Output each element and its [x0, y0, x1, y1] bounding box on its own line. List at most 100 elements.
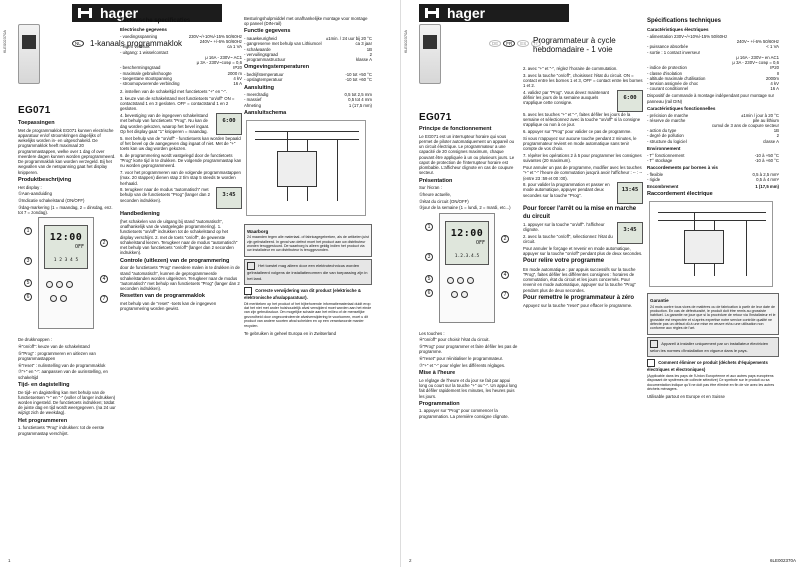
- callout-3: 3: [425, 252, 433, 261]
- prog-button[interactable]: [56, 281, 63, 289]
- lang-badge-es[interactable]: ES: [517, 40, 530, 47]
- right-col-2: 2. avec "+" et "-", réglez l'horaire de …: [523, 66, 643, 546]
- weee-title: Comment éliminer ce produit (déchets d'é…: [647, 359, 768, 373]
- list-item: ⑦"+" et "-" pour régler les différents r…: [419, 362, 506, 368]
- callout-4: 4: [100, 275, 108, 284]
- section-text: Le réglage de l'heure et du jour se fait…: [419, 377, 517, 399]
- onoff-button[interactable]: [46, 281, 53, 289]
- callout-4: 4: [501, 270, 509, 279]
- mini-lcd: 6:00: [617, 89, 643, 112]
- step: 3. keuze van de schakelstand met functie…: [120, 95, 235, 112]
- hager-logo: hager: [72, 4, 222, 22]
- list-item: ③jour de la semaine (1 = lundi, 2 = mard…: [419, 205, 511, 211]
- waarborg-box: Waarborg 24 maanden tegen alle materiaal…: [244, 223, 372, 258]
- callout-6: 6: [425, 288, 433, 297]
- label: Sur l'écran :: [419, 185, 442, 191]
- prog-button[interactable]: [457, 276, 464, 284]
- mini-lcd: 6:00: [216, 113, 242, 136]
- step: 2. instellen van de schakeltijd met func…: [120, 89, 228, 95]
- callout-7: 7: [501, 290, 509, 299]
- callout-7: 7: [100, 295, 108, 304]
- right-col-1: Principe de fonctionnement Le EG071 est …: [419, 124, 519, 544]
- device-diagram: 12:00 OFF 1 2 3 4 5 1 2 3 4 5 6 7: [18, 217, 116, 335]
- callout-5: 5: [24, 279, 32, 288]
- lang-badge-fr[interactable]: FR: [503, 40, 516, 47]
- section-header: Tijd- en dagistelling: [18, 381, 70, 388]
- section-header: Resetten van de programmaklok: [120, 293, 205, 300]
- section-header: Controle (uitlezen) van de programmering: [120, 257, 230, 264]
- right-col-3: Spécifications techniques Caractéristiqu…: [647, 18, 779, 400]
- callout-1: 1: [24, 227, 32, 236]
- list-item: ⑤"Prog" : programmeren en uitlezen van p…: [18, 350, 96, 361]
- section-header: Mise à l'heure: [419, 370, 456, 377]
- left-col-3: Besturingshulpmiddel met onafhankelijke …: [244, 16, 372, 336]
- section-header: Aansluitschema: [244, 109, 287, 116]
- hager-logo-mark-icon: [425, 8, 439, 18]
- weee-title: Correcte verwijdering van dit product (e…: [244, 286, 361, 300]
- label: Het display :: [18, 184, 42, 190]
- vertical-code: 6LE002370A: [2, 30, 7, 54]
- weee-bin-icon: [244, 286, 252, 295]
- step: 2. avec la touche "on/off", sélectionnez…: [523, 233, 613, 245]
- section-header: Produktbeschrijving: [18, 176, 72, 183]
- step: 2. avec "+" et "-", réglez l'horaire de …: [523, 66, 618, 71]
- list-item: ⑥"reset" pour réinitialiser le programma…: [419, 356, 504, 362]
- list-item: ⑦"+" en "-": aanpassen van de uurinstell…: [18, 369, 108, 380]
- mini-lcd: 3:45: [617, 221, 643, 244]
- weee-text: (Applicable dans les pays de l'Union Eur…: [647, 373, 775, 392]
- warning-icon: [650, 340, 658, 349]
- device-lcd: 12:00 OFF 1 2 3 4 5: [44, 225, 88, 270]
- warning-icon: [247, 262, 255, 271]
- step: Si vous n'appuyez sur aucune touche pend…: [523, 135, 637, 152]
- sub-header: Caractéristiques fonctionnelles: [647, 105, 716, 111]
- section-header: Présentation: [419, 177, 453, 184]
- section-header: Pour relire votre programme: [523, 258, 605, 265]
- step: 4. validez par "Prog". Vous devez mainte…: [523, 89, 609, 106]
- minus-button[interactable]: [50, 295, 57, 303]
- section-header: Technische specificaties: [120, 18, 191, 24]
- list-item: ④"on/off": keuze van de schakelstand: [18, 343, 90, 349]
- sub-header: Raccordements par bornes à vis: [647, 165, 718, 171]
- section-header: Pour remettre le programmateur à zéro: [523, 294, 635, 301]
- section-header: Raccordement électrique: [647, 191, 713, 198]
- wiring-schema: [244, 118, 372, 222]
- section-text: (het schakelen van de uitgang bij stand …: [120, 218, 238, 256]
- step: 5. met behulp van de "on/off" - functiet…: [120, 135, 241, 152]
- minus-button[interactable]: [451, 290, 458, 298]
- step: 4. bevestiging van de ingegeven schakels…: [120, 113, 210, 134]
- plus-button[interactable]: [60, 295, 67, 303]
- lang-badge-nl[interactable]: NL: [72, 40, 84, 47]
- page-number: 1: [8, 557, 11, 563]
- reset-button[interactable]: [66, 281, 73, 289]
- lang-badge-it[interactable]: IT: [531, 40, 542, 47]
- plus-button[interactable]: [461, 290, 468, 298]
- lang-badge-de[interactable]: DE: [489, 40, 502, 47]
- step: Pour annuler le forçage et revenir en mo…: [523, 245, 643, 257]
- device-diagram: 12:00 OFF 1.2.3.4.5 1 2 3 4 5 6 7: [419, 212, 519, 329]
- garantie-box: Garantie 24 mois contre tous vices de ma…: [647, 293, 779, 336]
- section-header: Spécifications techniques: [647, 18, 722, 24]
- list-item: ③dag-markering (1 = maandag, 2 = dinsdag…: [18, 204, 113, 215]
- page-left: hager 6LE002370A NL 1-kanaals programmak…: [2, 0, 401, 567]
- sub-header: Electrische gegevens: [120, 27, 167, 33]
- mini-lcd: 3:45: [216, 187, 242, 210]
- section-header: Principe de fonctionnement: [419, 126, 492, 132]
- section-text: De tijd- en dagistelling kan met behulp …: [18, 389, 116, 416]
- warning-box: Appareil à installer uniquement par un i…: [647, 337, 779, 358]
- footer-usage: Utilisable partout en Europe et en Suiss…: [647, 394, 725, 400]
- onoff-button[interactable]: [447, 276, 454, 284]
- footer-usage: Te gebruiken in geheel Europa en in Zwit…: [244, 330, 336, 336]
- section-text: Appuyez sur la touche "reset" pour effac…: [523, 303, 633, 309]
- device-plusminus: [50, 295, 67, 303]
- list-item: ①heure actuelle,: [419, 192, 452, 198]
- hager-logo: hager: [419, 4, 569, 22]
- step: 7. voor het programmeren van de volgende…: [120, 170, 241, 186]
- list-item: ⑤"Prog" pour programmer et faire défiler…: [419, 344, 518, 355]
- reset-button[interactable]: [467, 276, 474, 284]
- section-header: Functie gegevens: [244, 28, 291, 35]
- label: Les touches :: [419, 330, 445, 336]
- device-lcd: 12:00 OFF 1.2.3.4.5: [445, 220, 489, 265]
- hager-logo-mark-icon: [78, 8, 92, 18]
- section-header: Het programmeren: [18, 417, 68, 424]
- footer-code: 6LE002370A: [769, 557, 796, 563]
